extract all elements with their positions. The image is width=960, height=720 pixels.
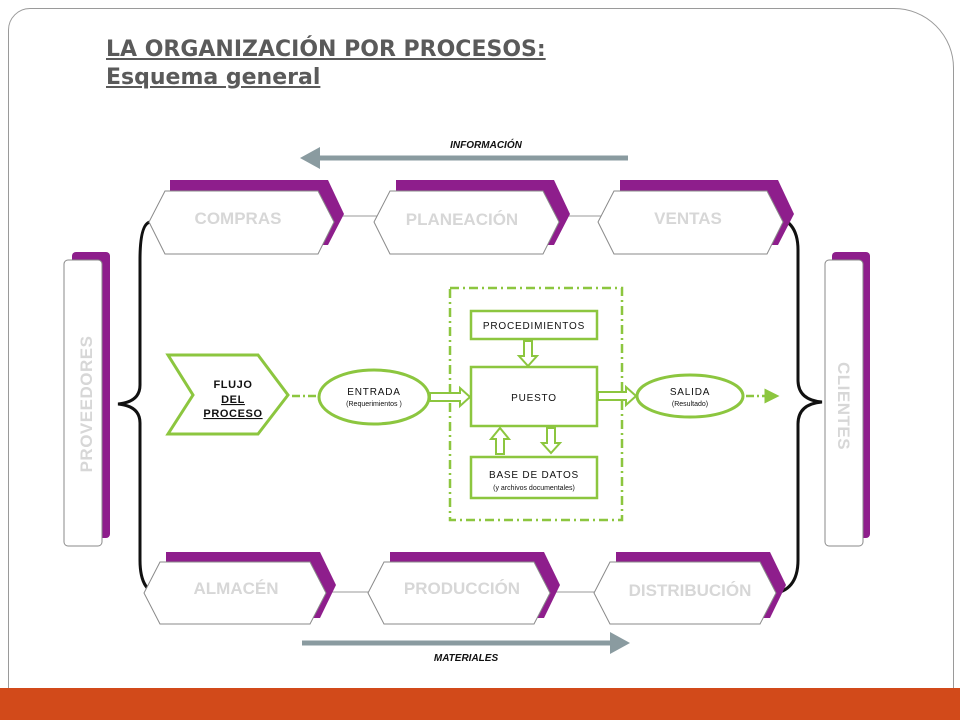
title-line-1: LA ORGANIZACIÓN POR PROCESOS: xyxy=(106,37,546,62)
department-almacen-label: ALMACÉN xyxy=(194,579,279,598)
department-distribucion-label: DISTRIBUCIÓN xyxy=(629,581,752,600)
flow-label-line-1: FLUJO xyxy=(213,379,252,391)
department-ventas: VENTAS xyxy=(597,180,794,255)
materials-label: MATERIALES xyxy=(434,653,499,664)
input-ellipse: ENTRADA (Requerimientos ) xyxy=(317,368,431,426)
slide-title: LA ORGANIZACIÓN POR PROCESOS: Esquema ge… xyxy=(106,36,546,92)
department-almacen: ALMACÉN xyxy=(143,552,336,625)
department-ventas-label: VENTAS xyxy=(654,209,722,228)
department-compras-label: COMPRAS xyxy=(195,209,282,228)
flow-label-line-3: PROCESO xyxy=(203,408,262,420)
output-label: SALIDA xyxy=(670,387,710,398)
procedures-box: PROCEDIMIENTOS xyxy=(469,309,599,341)
department-produccion: PRODUCCIÓN xyxy=(367,552,560,625)
materials-arrow xyxy=(302,632,630,654)
output-sublabel: (Resultado) xyxy=(672,401,708,408)
process-flow-chevron: FLUJO DEL PROCESO xyxy=(165,353,290,436)
input-label: ENTRADA xyxy=(347,387,400,398)
procedures-label: PROCEDIMIENTOS xyxy=(483,321,585,332)
input-sublabel: (Requerimientos ) xyxy=(346,401,402,408)
job-to-output-arrow xyxy=(597,384,638,408)
department-produccion-label: PRODUCCIÓN xyxy=(404,579,520,598)
database-box: BASE DE DATOS (y archivos documentales) xyxy=(469,455,599,500)
department-planeacion: PLANEACIÓN xyxy=(373,180,570,255)
suppliers-panel: PROVEEDORES xyxy=(63,252,110,547)
database-to-job-arrow xyxy=(488,426,512,455)
department-planeacion-label: PLANEACIÓN xyxy=(406,210,518,229)
information-arrow xyxy=(300,147,628,169)
input-to-job-arrow xyxy=(429,385,472,409)
flow-label-line-2: DEL xyxy=(221,394,245,406)
database-sublabel: (y archivos documentales) xyxy=(493,485,575,492)
clients-panel: CLIENTES xyxy=(824,252,870,547)
clients-label: CLIENTES xyxy=(834,362,853,450)
right-brace xyxy=(769,214,823,596)
job-boundary xyxy=(448,286,624,522)
suppliers-label: PROVEEDORES xyxy=(77,336,96,473)
title-line-2: Esquema general xyxy=(106,65,321,90)
job-to-database-arrow xyxy=(539,427,563,455)
output-ellipse: SALIDA (Resultado) xyxy=(635,373,745,419)
procedures-to-job-arrow xyxy=(516,340,540,368)
information-label: INFORMACIÓN xyxy=(450,138,522,151)
department-distribucion: DISTRIBUCIÓN xyxy=(593,552,786,625)
database-label: BASE DE DATOS xyxy=(489,470,579,481)
footer-bar xyxy=(0,688,960,720)
job-label: PUESTO xyxy=(511,393,557,404)
job-box: PUESTO xyxy=(469,365,599,428)
left-brace xyxy=(117,220,163,596)
department-compras: COMPRAS xyxy=(148,180,344,255)
